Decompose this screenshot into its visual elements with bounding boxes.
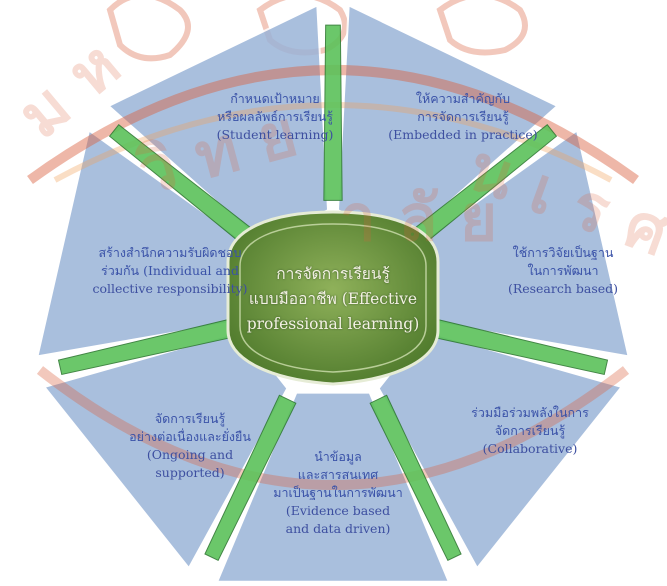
center-title-line: แบบมืออาชีพ (Effective <box>248 290 418 308</box>
element-evidence-based: นำข้อมูล และสารสนเทศ มาเป็นฐานในการพัฒนา… <box>268 448 408 538</box>
element-collective-responsibility: สร้างสำนึกความรับผิดชอบ ร่วมกัน (Individ… <box>70 244 270 298</box>
element-thai-line: มาเป็นฐานในการพัฒนา <box>273 485 403 500</box>
element-thai-line: สร้างสำนึกความรับผิดชอบ <box>98 245 242 260</box>
element-collaborative: ร่วมมือร่วมพลังในการ จัดการเรียนรู้ (Col… <box>440 404 620 458</box>
element-thai-line: หรือผลลัพธ์การเรียนรู้ <box>217 109 333 124</box>
element-ongoing-supported: จัดการเรียนรู้ อย่างต่อเนื่องและยั่งยืน … <box>110 410 270 482</box>
element-thai-line: ใช้การวิจัยเป็นฐาน <box>512 245 614 260</box>
element-english-line: (Ongoing and <box>146 447 234 462</box>
element-thai-line: ร่วมมือร่วมพลังในการ <box>471 405 589 420</box>
center-title: การจัดการเรียนรู้ แบบมืออาชีพ (Effective… <box>233 262 433 337</box>
element-english-line: (Student learning) <box>216 127 334 142</box>
element-thai-line: นำข้อมูล <box>314 449 362 464</box>
element-thai-line: ให้ความสำคัญกับ <box>415 91 511 106</box>
element-english-line: supported) <box>155 465 225 480</box>
element-english-line: (Collaborative) <box>482 441 578 456</box>
element-english-line: (Evidence based <box>285 503 391 518</box>
center-title-line: professional learning) <box>246 315 420 333</box>
element-thai-line: กำหนดเป้าหมาย <box>230 91 320 106</box>
divider-ray <box>369 394 462 562</box>
element-thai-line: จัดการเรียนรู้ <box>494 423 566 438</box>
element-english-line: collective responsibility) <box>92 281 248 296</box>
divider-ray <box>323 24 343 201</box>
element-embedded-in-practice: ให้ความสำคัญกับ การจัดการเรียนรู้ (Embed… <box>378 90 548 144</box>
divider-ray <box>204 394 297 562</box>
element-english-line: (Embedded in practice) <box>388 127 538 142</box>
element-thai-line: การจัดการเรียนรู้ <box>417 109 509 124</box>
element-wedge <box>215 391 451 583</box>
wedge-group <box>36 3 630 583</box>
element-english-line: (Research based) <box>507 281 619 296</box>
svg-text:า ลั ย: า ลั ย <box>340 182 497 256</box>
element-thai-line: จัดการเรียนรู้ <box>154 411 226 426</box>
element-research-based: ใช้การวิจัยเป็นฐาน ในการพัฒนา (Research … <box>478 244 648 298</box>
element-thai-line: อย่างต่อเนื่องและยั่งยืน <box>129 429 251 444</box>
element-student-learning: กำหนดเป้าหมาย หรือผลลัพธ์การเรียนรู้ (St… <box>195 90 355 144</box>
element-thai-line: และสารสนเทศ <box>297 467 379 482</box>
center-shield <box>226 210 440 386</box>
ray-group <box>57 24 609 562</box>
element-english-line: and data driven) <box>285 521 391 536</box>
element-thai-line: ร่วมกัน (Individual and <box>101 263 239 278</box>
center-title-line: การจัดการเรียนรู้ <box>276 265 390 283</box>
element-thai-line: ในการพัฒนา <box>527 263 599 278</box>
